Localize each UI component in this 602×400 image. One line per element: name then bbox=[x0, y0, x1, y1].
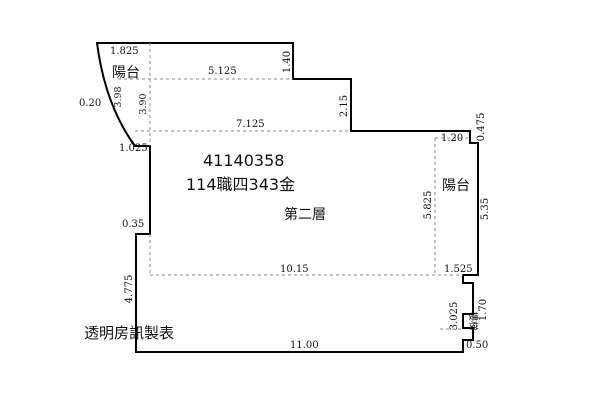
dim-5-35: 5.35 bbox=[480, 198, 491, 220]
dim-10-15: 10.15 bbox=[280, 264, 309, 275]
case-number: 41140358 bbox=[203, 151, 284, 170]
dim-0-35: 0.35 bbox=[122, 219, 144, 230]
dim-0-20: 0.20 bbox=[79, 98, 101, 109]
dim-1-525: 1.525 bbox=[444, 264, 473, 275]
dim-5-825: 5.825 bbox=[423, 191, 434, 220]
dim-3-98: 3.98 bbox=[113, 86, 124, 107]
dim-4-775: 4.775 bbox=[124, 275, 135, 304]
outer-wall bbox=[95, 42, 479, 353]
dim-0-50: 0.50 bbox=[466, 340, 488, 351]
dim-2-15: 2.15 bbox=[339, 95, 350, 117]
balcony-right-label: 陽台 bbox=[442, 178, 470, 194]
dim-3-90: 3.90 bbox=[138, 93, 149, 114]
footer-caption: 透明房訊製表 bbox=[84, 324, 174, 342]
dim-3-025: 3.025 bbox=[449, 302, 460, 331]
stair-label: 樓梯 bbox=[467, 311, 479, 331]
dim-1-825: 1.825 bbox=[110, 46, 139, 57]
case-reference: 114職四343金 bbox=[186, 175, 295, 194]
dim-0-475: 0.475 bbox=[476, 113, 487, 142]
balcony-left-label: 陽台 bbox=[112, 65, 140, 81]
dim-1-40: 1.40 bbox=[282, 51, 293, 73]
dim-1-70: 1.70 bbox=[478, 299, 489, 321]
dim-1-20: 1.20 bbox=[441, 133, 463, 144]
dim-1-025: 1.025 bbox=[119, 143, 148, 154]
floor-label: 第二層 bbox=[284, 206, 326, 223]
dim-11-00: 11.00 bbox=[290, 340, 319, 351]
dim-5-125: 5.125 bbox=[208, 66, 237, 77]
dim-7-125: 7.125 bbox=[236, 119, 265, 130]
